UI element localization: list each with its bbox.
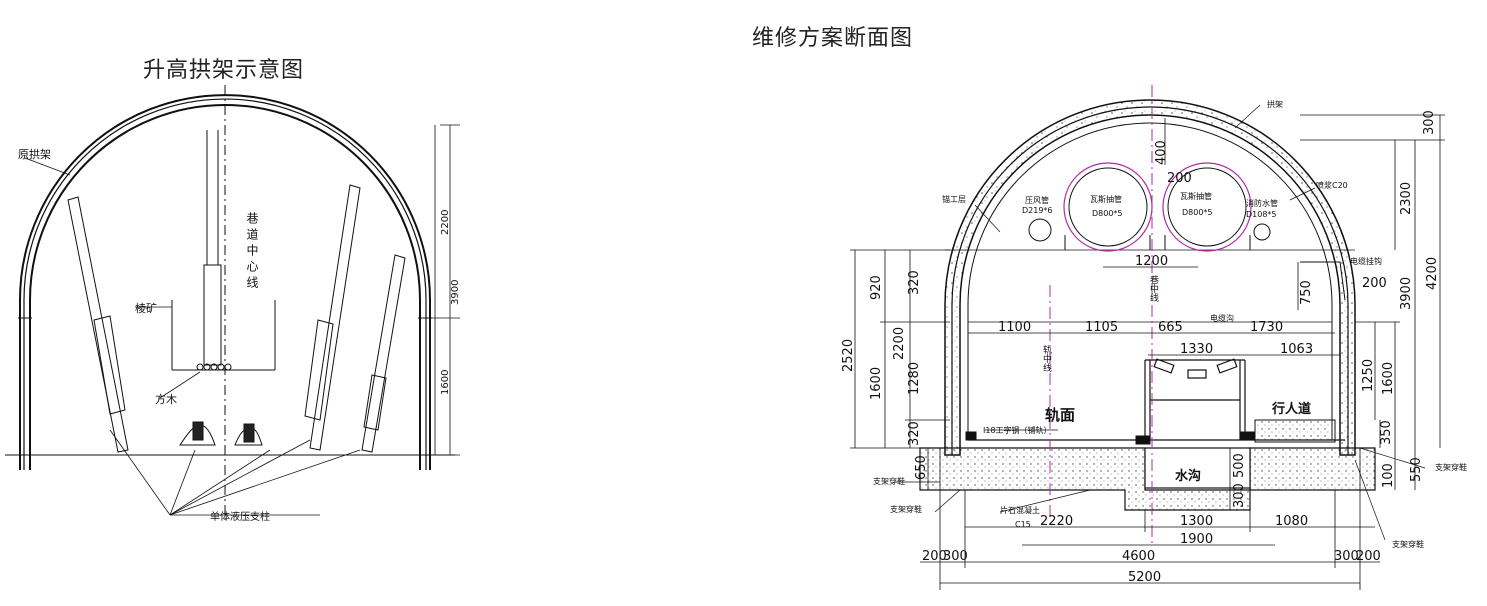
dim-1330: 1330: [1180, 342, 1213, 357]
dim-1100: 1100: [998, 320, 1031, 335]
label-gas-pipe-1: 瓦斯抽管: [1090, 194, 1122, 204]
label-fire-pipe: 消防水管: [1246, 198, 1278, 208]
right-labels: 拱架 锚工层 压风管 D219*6 瓦斯抽管 D800*5 瓦斯抽管 D800*…: [841, 99, 1467, 585]
label-i-beam: I18工字钢（铺轨）: [983, 425, 1052, 435]
label-rail-center: 轨中线: [1041, 344, 1052, 372]
air-pipe: [1028, 218, 1052, 242]
dim-1600: 1600: [869, 367, 884, 400]
label-roadway-center: 巷中线: [1148, 275, 1159, 302]
label-gas-pipe-1-spec: D800*5: [1092, 209, 1123, 218]
label-ditch: 水沟: [1175, 468, 1201, 484]
floor-concrete: [919, 447, 1376, 511]
dim-320b: 320: [907, 421, 922, 446]
label-roadway-center: 巷道中心线: [245, 212, 259, 292]
dim-550: 550: [1409, 457, 1424, 482]
gas-pipe-1: [1063, 162, 1153, 252]
label-square-timber: 方木: [155, 392, 177, 406]
left-diagram: [5, 85, 460, 520]
dim-1730: 1730: [1250, 320, 1283, 335]
label-concrete: 片石混凝土: [1000, 505, 1040, 515]
label-gas-pipe-2: 瓦斯抽管: [1180, 191, 1212, 201]
right-dims: [850, 114, 1445, 590]
dim-500: 500: [1232, 453, 1247, 478]
dim-350: 350: [1379, 420, 1394, 445]
label-channel: 电缆沟: [1210, 313, 1234, 323]
dim-2300: 2300: [1399, 182, 1414, 215]
dim-320a: 320: [907, 270, 922, 295]
dim-400: 400: [1154, 140, 1169, 165]
dim-3900: 3900: [450, 280, 461, 305]
dim-665: 665: [1158, 320, 1183, 335]
dim-2220: 2220: [1040, 514, 1073, 529]
right-diagram-title: 维修方案断面图: [752, 26, 914, 51]
left-labels: 原拱架 巷道中心线 棱矿 方木 单体液压支柱 2200 3900 1600: [18, 147, 461, 523]
label-original-arch: 原拱架: [18, 147, 51, 161]
label-concrete-grade: C15: [1015, 520, 1031, 529]
dim-1250: 1250: [1361, 359, 1376, 392]
left-dims: [425, 124, 460, 456]
dim-920: 920: [869, 275, 884, 300]
label-cable-hook: 电缆挂钩: [1350, 256, 1382, 266]
dim-4200: 4200: [1425, 257, 1440, 290]
dim-1600r: 1600: [1381, 362, 1396, 395]
dim-1080: 1080: [1275, 514, 1308, 529]
dim-3900: 3900: [1399, 277, 1414, 310]
dim-1280: 1280: [907, 362, 922, 395]
square-timbers: [196, 363, 232, 371]
dim-2520: 2520: [841, 339, 856, 372]
label-fire-pipe-spec: D108*5: [1246, 210, 1277, 219]
label-air-pipe-spec: D219*6: [1022, 206, 1053, 215]
label-air-pipe: 压风管: [1025, 195, 1049, 205]
drainage-ditch: [1144, 447, 1251, 489]
pipes: [1028, 162, 1271, 252]
dim-2200: 2200: [892, 327, 907, 360]
dim-1063: 1063: [1280, 342, 1313, 357]
dim-1200: 1200: [1135, 254, 1168, 269]
dim-4600: 4600: [1122, 549, 1155, 564]
label-support-leg-l2: 支架穿鞋: [890, 504, 922, 514]
dim-650: 650: [914, 455, 929, 480]
conveyor-frame: [1144, 358, 1246, 440]
dim-200r: 200: [1356, 549, 1381, 564]
label-gas-pipe-2-spec: D800*5: [1182, 208, 1213, 217]
dim-300v: 300: [1232, 483, 1247, 508]
label-support-leg-l: 支架穿鞋: [873, 476, 905, 486]
dim-1300: 1300: [1180, 514, 1213, 529]
dim-200l: 200: [922, 549, 947, 564]
dim-300r: 300: [1334, 549, 1359, 564]
dim-200b: 200: [1362, 276, 1387, 291]
label-support-base: 支架穿鞋: [1435, 462, 1467, 472]
label-rail-surface: 轨面: [1045, 406, 1075, 424]
label-arch-frame: 拱架: [1267, 99, 1283, 109]
label-hydraulic-prop: 单体液压支柱: [210, 510, 270, 523]
label-walkway: 行人道: [1271, 401, 1311, 417]
label-support-leg-r: 支架穿鞋: [1392, 539, 1424, 549]
dim-750: 750: [1299, 280, 1314, 305]
hydraulic-props: [67, 184, 406, 453]
label-steel-plate: 锚工层: [942, 194, 966, 204]
walkway-slab: [1254, 419, 1336, 443]
dim-1900: 1900: [1180, 532, 1213, 547]
gas-pipe-2: [1162, 162, 1252, 252]
dim-100: 100: [1381, 463, 1396, 488]
left-diagram-title: 升高拱架示意图: [143, 58, 305, 83]
dim-2200: 2200: [440, 210, 451, 235]
right-diagram: [850, 85, 1445, 590]
label-shotcrete: 喷浆C20: [1316, 180, 1348, 190]
dim-5200: 5200: [1128, 570, 1161, 585]
dim-1600: 1600: [440, 370, 451, 395]
dim-300-top: 300: [1422, 110, 1437, 135]
dim-300l: 300: [943, 549, 968, 564]
fire-pipe: [1253, 223, 1271, 241]
dim-200: 200: [1167, 171, 1192, 186]
label-pillar: 棱矿: [135, 302, 157, 315]
dim-1105: 1105: [1085, 320, 1118, 335]
